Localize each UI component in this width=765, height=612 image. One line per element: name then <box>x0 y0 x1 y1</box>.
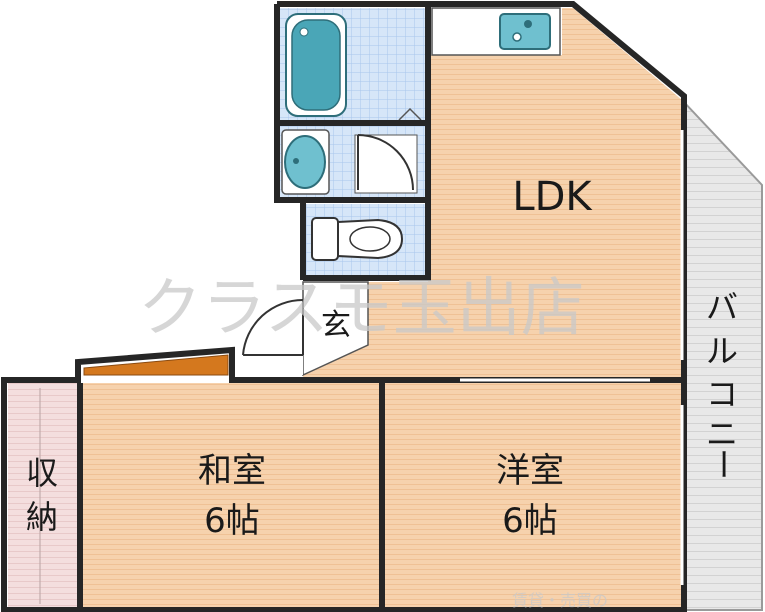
balcony-char-5: ー <box>704 448 742 480</box>
entrance-door-icon <box>242 298 304 356</box>
entrance-label: 玄 <box>321 308 351 343</box>
washitsu-size: 6帖 <box>204 501 260 541</box>
footer-watermark: 賃貸・売買の <box>512 591 608 610</box>
washroom-door-icon <box>357 134 414 191</box>
bathroom <box>280 8 428 121</box>
storage-label-1: 収 <box>26 454 58 492</box>
youshitsu-size: 6帖 <box>502 501 558 541</box>
washitsu-label: 和室 <box>198 451 266 491</box>
balcony-char-2: ル <box>706 332 738 370</box>
washroom <box>280 126 428 198</box>
ldk-label: LDK <box>512 174 593 220</box>
shoe-shelf <box>83 354 229 376</box>
youshitsu-room <box>384 383 682 608</box>
balcony-char-1: バ <box>706 288 738 326</box>
interior-partitions <box>110 130 684 585</box>
storage-closet <box>8 383 78 608</box>
watermark: クラスモ玉出店 <box>138 272 585 346</box>
toilet-room <box>306 204 428 276</box>
storage-label-2: 納 <box>26 498 58 536</box>
washitsu-room <box>80 383 382 608</box>
toilet-icon <box>311 217 404 261</box>
youshitsu-label: 洋室 <box>496 451 564 491</box>
balcony-char-4: ニ <box>706 415 738 453</box>
kitchen-sink-icon <box>499 13 551 50</box>
balcony-char-3: コ <box>706 375 738 413</box>
entrance <box>240 281 369 377</box>
balcony-label: バ ル コ ニ ー <box>704 288 742 480</box>
